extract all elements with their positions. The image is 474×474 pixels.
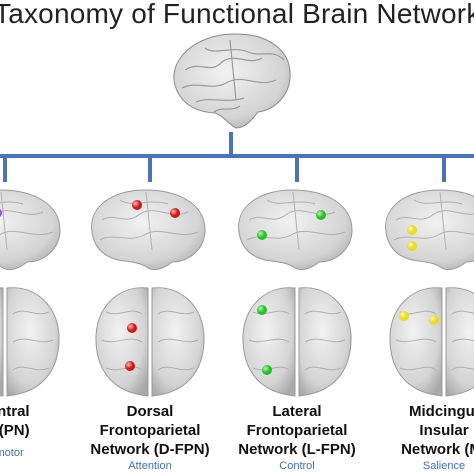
network-name-line: Frontoparietal (99, 422, 201, 439)
network-node-highlight (407, 225, 417, 235)
network-node-highlight (316, 210, 326, 220)
network-brains (385, 189, 474, 397)
page-title: Taxonomy of Functional Brain Networks (0, 0, 474, 29)
network-node-highlight (132, 200, 142, 210)
network-name-line: central (0, 403, 30, 420)
axial-brain-right-icon (6, 287, 60, 397)
network-name-line: rk (PN) (0, 422, 30, 439)
axial-brain-gyri (248, 310, 346, 371)
network-category: Attention (128, 460, 172, 472)
network-node-highlight (0, 209, 2, 217)
network-node-highlight (257, 230, 267, 240)
network-node-highlight (257, 305, 267, 315)
axial-brain-left-icon (389, 287, 443, 397)
network-brains (0, 189, 61, 397)
axial-brain-right-icon (445, 287, 474, 397)
network-node-highlight (407, 241, 417, 251)
side-brain-icon (385, 189, 474, 271)
network-name-line: Frontoparietal (246, 422, 348, 439)
network-brains (91, 189, 206, 397)
network-node-highlight (127, 323, 137, 333)
network-name-line: Lateral (272, 403, 322, 420)
axial-brain-right-icon (151, 287, 205, 397)
side-brain-gyri (99, 191, 199, 251)
side-brain-icon (0, 189, 61, 271)
axial-brain-left-icon (242, 287, 296, 397)
axial-brain-gyri (395, 310, 474, 371)
network-brains (238, 189, 353, 397)
side-brain-icon (238, 189, 353, 271)
network-name-line: Insular (419, 422, 469, 439)
network-category: Control (279, 460, 315, 472)
network-name-line: Midcingul (409, 403, 474, 420)
taxonomy-tree (0, 132, 474, 182)
axial-brain-left-icon (0, 287, 4, 397)
axial-brain-left-icon (95, 287, 149, 397)
side-brain-gyri (246, 191, 346, 251)
network-name: central rk (PN) (0, 402, 80, 440)
network-name-line: Network (M- (401, 441, 474, 458)
network-node-highlight (170, 208, 180, 218)
network-node-highlight (262, 365, 272, 375)
network-node-highlight (399, 311, 409, 321)
network-category: tomotor (0, 447, 24, 459)
axial-brain-gyri (101, 310, 199, 371)
network-node-highlight (429, 315, 439, 325)
network-node-highlight (125, 361, 135, 371)
network-name-line: Network (D-FPN) (90, 441, 210, 458)
network-name-line: Dorsal (126, 403, 174, 420)
network-name-line: Network (L-FPN) (238, 441, 356, 458)
axial-brain-gyri (12, 310, 54, 371)
side-brain-gyri (0, 191, 54, 251)
network-category: Salience (422, 460, 466, 472)
side-brain-gyri (393, 191, 474, 251)
axial-brain-right-icon (298, 287, 352, 397)
top-brain-icon (173, 33, 291, 129)
